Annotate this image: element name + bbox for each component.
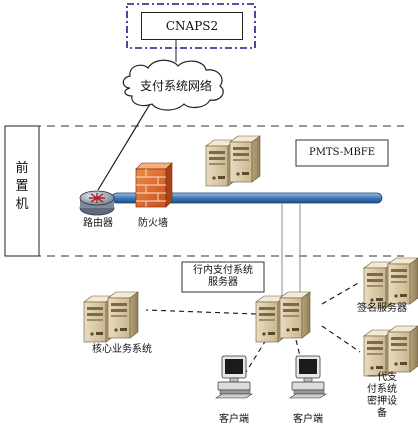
firewall-icon [135,162,173,208]
firewall-label: 防火墙 [138,218,168,229]
core-system-label: 核心业务系统 [92,344,152,355]
internal-server-label: 行内支付系统 服务器 [193,265,253,288]
internal-server-icon [256,292,310,342]
signing-server-icon [364,258,418,308]
pmts-label-box [295,139,389,167]
first-gen-device-label: 一代支付系统 密押设备 [367,372,397,419]
payment-network-label: 支付系统网络 [139,79,213,93]
cnaps-label: CNAPS2 [165,19,219,33]
link-core-system [145,309,257,315]
link-signing-server [321,281,361,305]
link-first-gen-device [321,325,361,353]
router-label: 路由器 [83,218,113,229]
client-right-pc-icon [289,355,327,399]
encryption-device-icon [364,326,418,376]
client-right-label: 客户端 [293,414,323,425]
pmts-label: PMTS-MBFE [308,147,376,158]
payment-network-cloud [122,59,224,111]
core-system-server-icon [84,292,138,342]
client-left-pc-icon [215,355,253,399]
cnaps-node: CNAPS2 [141,12,243,40]
pmts-server-icon [206,136,260,186]
signing-server-label: 签名服务器 [357,303,407,314]
cnaps-outer-frame [126,3,256,49]
front-machine-panel [4,125,40,257]
router-icon [79,190,115,216]
link-client-left [245,339,267,373]
internal-server-label-box [181,261,265,293]
client-left-label: 客户端 [219,414,249,425]
cloud-to-router-link [97,103,151,191]
front-machine-label: 前 置 机 [15,161,29,212]
